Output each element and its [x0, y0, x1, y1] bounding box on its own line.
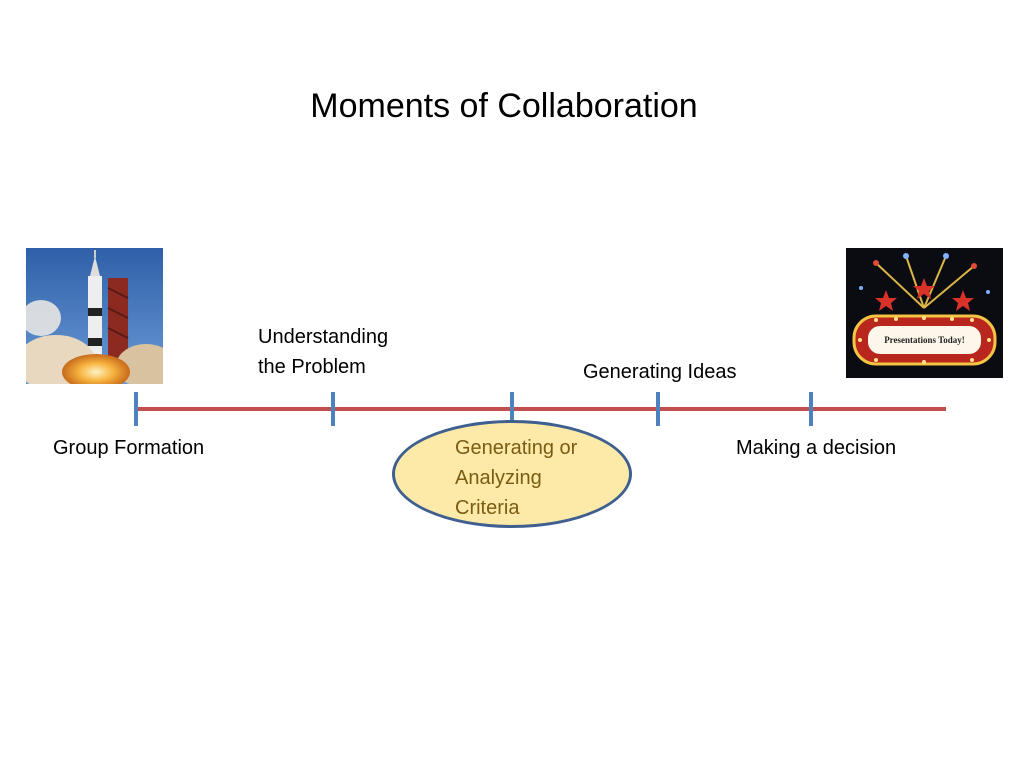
label-line: Analyzing	[455, 467, 542, 489]
slide-title: Moments of Collaboration	[310, 87, 698, 125]
milestone-label-making-decision: Making a decision	[736, 437, 897, 459]
label-line: the Problem	[258, 356, 366, 378]
milestone-label-generating-ideas: Generating Ideas	[583, 361, 737, 383]
marquee-sign-text: Presentations Today!	[884, 335, 965, 345]
marquee-sign-image: Presentations Today!	[846, 248, 1003, 378]
rocket-launch-image	[26, 248, 163, 384]
milestone-label-group-formation: Group Formation	[53, 437, 205, 459]
milestone-label-understanding-problem: Understanding the Problem	[258, 322, 388, 382]
label-line: Generating or	[455, 437, 578, 459]
label-line: Criteria	[455, 497, 520, 519]
label-line: Understanding	[258, 326, 389, 348]
highlight-ellipse	[392, 420, 632, 528]
milestone-label-generating-criteria: Generating or Analyzing Criteria	[455, 433, 577, 523]
